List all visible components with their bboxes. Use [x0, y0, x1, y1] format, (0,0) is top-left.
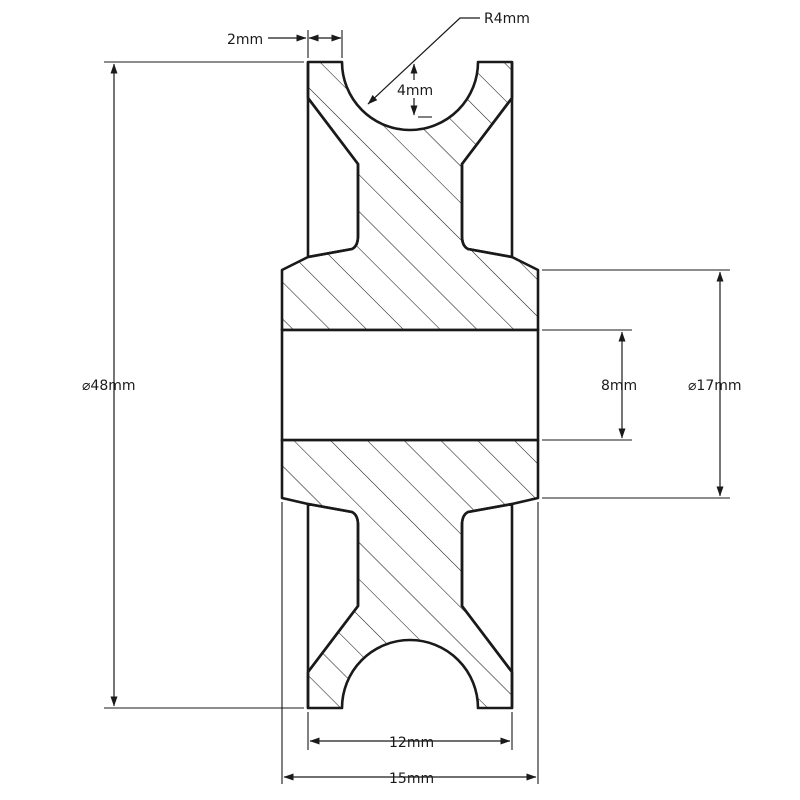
label-groove-depth: 4mm	[397, 83, 433, 99]
upper-section-hatched	[280, 60, 540, 332]
label-rim-width: 12mm	[389, 735, 434, 751]
lower-section-hatched	[280, 438, 540, 710]
label-hub-width: 15mm	[389, 771, 434, 787]
label-outer-diameter: ⌀48mm	[82, 378, 136, 394]
label-groove-width: 2mm	[227, 32, 263, 48]
dim-groove-radius-leader	[367, 17, 480, 105]
label-groove-radius: R4mm	[484, 11, 530, 27]
label-hub-diameter: ⌀17mm	[688, 378, 742, 394]
label-bore-diameter: 8mm	[601, 378, 637, 394]
bore	[280, 328, 540, 442]
